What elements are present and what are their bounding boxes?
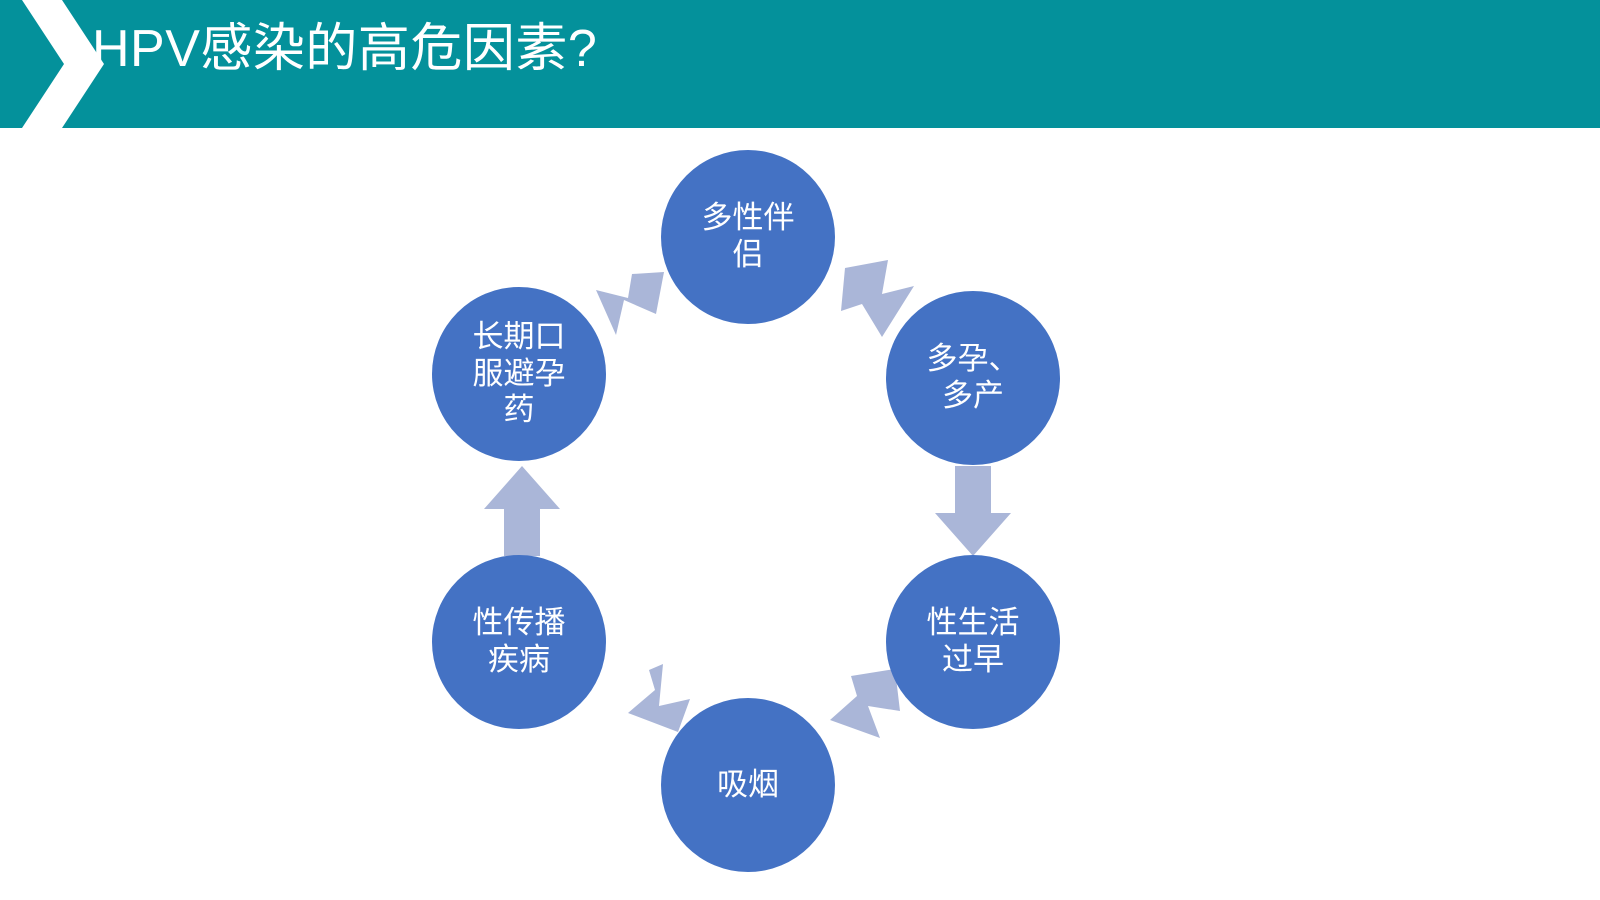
- page-title: HPV感染的高危因素?: [92, 20, 598, 78]
- cycle-diagram: 多性伴 侣 多孕、 多产 性生活 过早 吸烟 性传播 疾病 长期口 服避孕 药: [0, 128, 1600, 900]
- arrow-bottom-left: [628, 664, 690, 732]
- cycle-node-smoking[interactable]: 吸烟: [661, 698, 835, 872]
- cycle-node-label: 性传播 疾病: [472, 605, 566, 677]
- arrow-bottom-right: [830, 669, 900, 738]
- cycle-node-label: 多性伴 侣: [701, 200, 795, 272]
- cycle-node-early-sex[interactable]: 性生活 过早: [886, 555, 1060, 729]
- cycle-node-label: 性生活 过早: [926, 605, 1020, 677]
- arrow-right: [935, 466, 1011, 556]
- chevron-right-icon: [22, 0, 104, 128]
- cycle-node-label: 多孕、 多产: [926, 341, 1020, 413]
- cycle-node-multiple-pregnancy[interactable]: 多孕、 多产: [886, 291, 1060, 465]
- cycle-node-oral-contraceptive[interactable]: 长期口 服避孕 药: [432, 287, 606, 461]
- arrow-top-right: [841, 260, 914, 337]
- cycle-node-std[interactable]: 性传播 疾病: [432, 555, 606, 729]
- arrow-left: [484, 466, 560, 556]
- arrow-top-left: [596, 272, 664, 335]
- cycle-node-label: 长期口 服避孕 药: [472, 319, 566, 428]
- cycle-node-label: 吸烟: [717, 766, 779, 802]
- cycle-node-multiple-partners[interactable]: 多性伴 侣: [661, 150, 835, 324]
- slide-header: HPV感染的高危因素?: [0, 0, 1600, 128]
